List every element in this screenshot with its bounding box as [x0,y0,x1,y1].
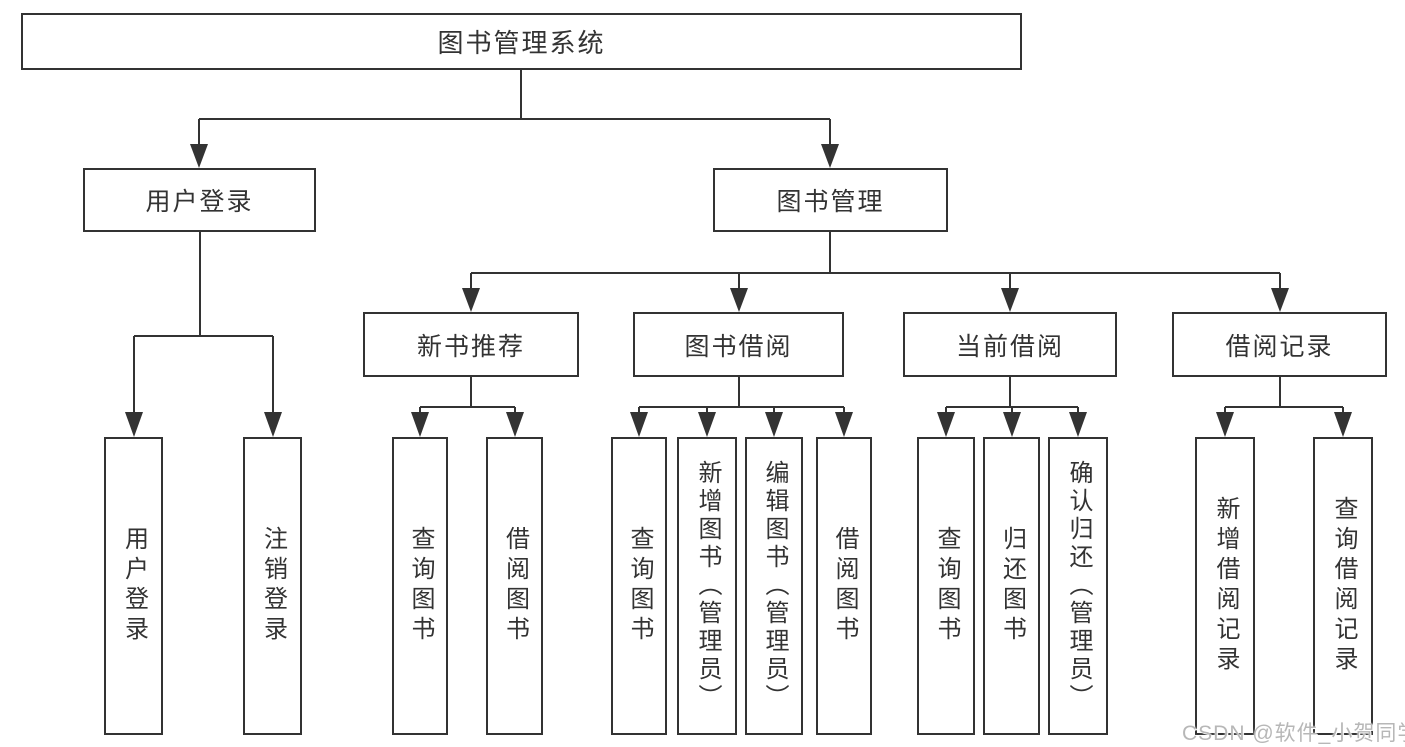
node-user-login: 用户登录 [83,168,316,232]
leaf-query-borrow-record: 查询借阅记录 [1313,437,1373,735]
connector-current-borrow-children [937,377,1087,437]
leaf-edit-books-admin-label: 编辑图书（管理员） [761,460,788,712]
leaf-add-borrow-record-label: 新增借阅记录 [1212,496,1239,676]
leaf-borrow-books-under-recommendation-label: 借阅图书 [501,526,529,646]
connector-user-login-children [125,232,282,437]
leaf-borrow-books-under-borrowing: 借阅图书 [816,437,872,735]
leaf-add-borrow-record: 新增借阅记录 [1195,437,1255,735]
node-book-borrowing-label: 图书借阅 [684,332,793,361]
node-library-management-system: 图书管理系统 [21,13,1022,70]
leaf-edit-books-admin: 编辑图书（管理员） [745,437,803,735]
leaf-add-books-admin-label: 新增图书（管理员） [694,460,721,712]
leaf-query-books-under-current: 查询图书 [917,437,975,735]
leaf-add-books-admin: 新增图书（管理员） [677,437,737,735]
node-library-management-system-label: 图书管理系统 [437,28,606,58]
leaf-query-books-under-current-label: 查询图书 [933,526,960,646]
node-current-borrowing: 当前借阅 [903,312,1117,377]
connector-borrow-records-children [1216,377,1352,437]
connector-new-book-rec-children [411,377,524,437]
node-new-book-recommendation: 新书推荐 [363,312,579,377]
leaf-query-borrow-record-label: 查询借阅记录 [1330,496,1357,676]
leaf-logout: 注销登录 [243,437,302,735]
leaf-confirm-return-admin: 确认归还（管理员） [1048,437,1108,735]
leaf-query-books-under-recommendation-label: 查询图书 [407,526,434,646]
leaf-borrow-books-under-recommendation: 借阅图书 [486,437,543,735]
connector-book-management-children [462,232,1289,312]
leaf-borrow-books-under-borrowing-label: 借阅图书 [831,526,858,646]
leaf-query-books-under-recommendation: 查询图书 [392,437,448,735]
leaf-query-books-under-borrowing: 查询图书 [611,437,667,735]
leaf-return-books-label: 归还图书 [998,526,1026,646]
leaf-query-books-under-borrowing-label: 查询图书 [626,526,653,646]
leaf-return-books: 归还图书 [983,437,1040,735]
node-new-book-recommendation-label: 新书推荐 [416,332,525,361]
csdn-watermark: CSDN @软件_小贺同学 [1182,722,1405,745]
node-borrowing-records-label: 借阅记录 [1225,332,1334,361]
node-user-login-label: 用户登录 [145,188,254,216]
connector-root-to-level2 [190,70,839,168]
leaf-user-login: 用户登录 [104,437,163,735]
leaf-logout-label: 注销登录 [259,526,287,646]
node-current-borrowing-label: 当前借阅 [955,332,1064,361]
leaf-user-login-label: 用户登录 [120,526,148,646]
connector-book-borrow-children [630,377,853,437]
node-book-borrowing: 图书借阅 [633,312,844,377]
leaf-confirm-return-admin-label: 确认归还（管理员） [1065,460,1092,712]
node-book-management: 图书管理 [713,168,948,232]
node-book-management-label: 图书管理 [776,188,885,216]
node-borrowing-records: 借阅记录 [1172,312,1387,377]
